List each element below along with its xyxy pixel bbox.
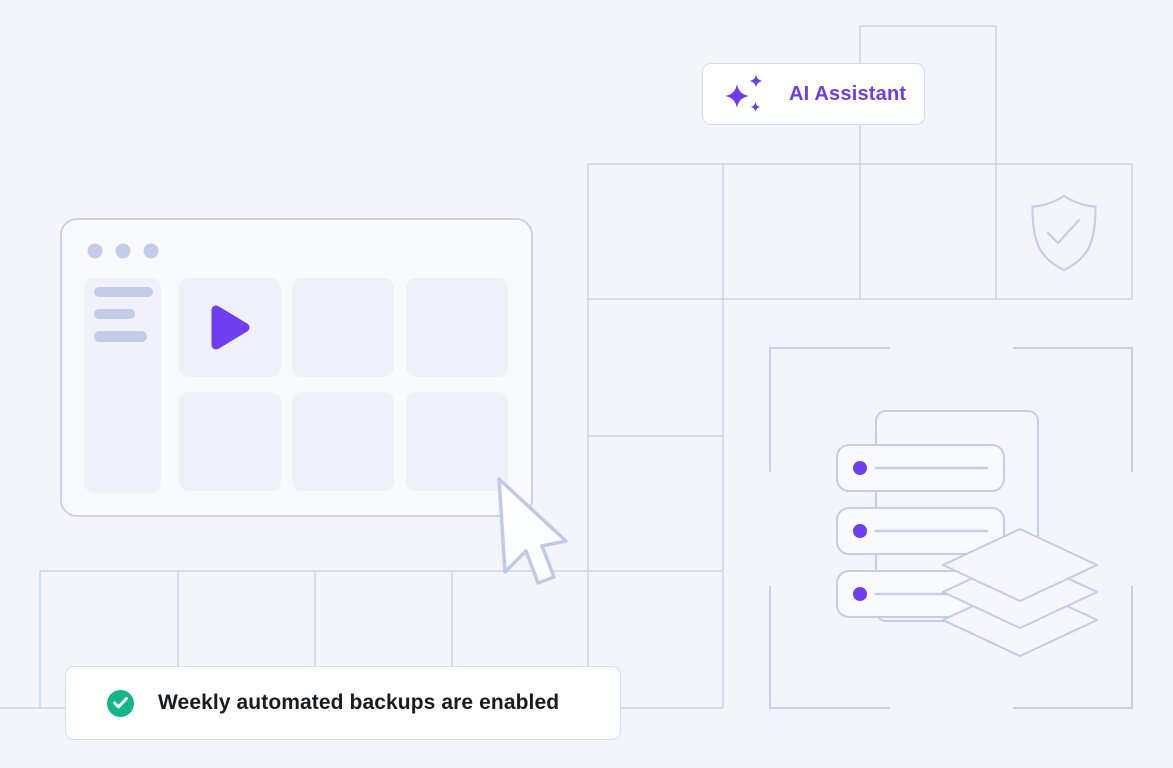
shield-check-icon — [1031, 194, 1097, 272]
ai-assistant-badge[interactable]: AI Assistant — [702, 63, 925, 125]
server-list-icon — [836, 444, 1005, 618]
ai-assistant-label: AI Assistant — [789, 82, 907, 105]
cursor-icon — [497, 477, 568, 585]
browser-window — [60, 218, 533, 517]
layers-icon — [942, 528, 1098, 657]
sparkles-icon — [725, 74, 763, 112]
window-control-dots — [87, 243, 159, 259]
check-circle-icon — [107, 689, 134, 717]
corner-brackets — [769, 347, 1133, 709]
notification-message: Weekly automated backups are enabled — [158, 691, 560, 714]
backup-notification-banner: Weekly automated backups are enabled — [65, 666, 621, 740]
server-row — [836, 507, 1005, 555]
play-icon[interactable] — [211, 305, 250, 350]
server-row — [836, 444, 1005, 492]
sidebar-menu-lines — [94, 287, 153, 342]
server-panel — [769, 347, 1133, 709]
